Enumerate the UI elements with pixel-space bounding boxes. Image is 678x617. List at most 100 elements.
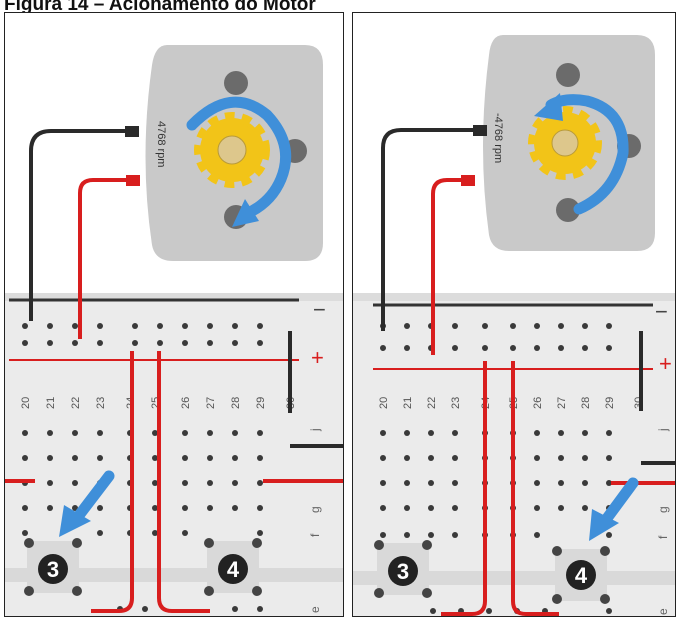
hole	[452, 532, 458, 538]
press-indicator-arrow-icon	[59, 470, 115, 537]
row-letter: e	[656, 608, 670, 615]
hole	[534, 532, 540, 538]
column-number: 23	[95, 397, 107, 409]
row-letter: f	[308, 533, 322, 537]
hole	[380, 505, 386, 511]
hole	[558, 455, 564, 461]
column-number: 21	[402, 397, 414, 409]
hole	[534, 323, 540, 329]
hole	[534, 480, 540, 486]
hole	[207, 430, 213, 436]
hole	[232, 323, 238, 329]
hole	[430, 608, 436, 614]
hole	[22, 430, 28, 436]
hole	[558, 345, 564, 351]
hole	[257, 340, 263, 346]
hole	[404, 345, 410, 351]
hole	[452, 345, 458, 351]
hole	[558, 480, 564, 486]
breadboard-top-edge	[5, 293, 343, 301]
hole	[72, 323, 78, 329]
hole	[47, 505, 53, 511]
hole	[152, 455, 158, 461]
hole	[182, 505, 188, 511]
hole	[558, 430, 564, 436]
row-letter: e	[308, 606, 322, 613]
rail-plus-label: +	[659, 351, 672, 376]
push-button-3[interactable]: 3	[24, 538, 82, 596]
gear-icon	[194, 112, 270, 188]
hole	[486, 608, 492, 614]
push-button-4-label: 4	[227, 557, 240, 582]
motor-speed-label: -4768 rpm	[492, 113, 504, 163]
motor-speed-label: 4768 rpm	[155, 121, 167, 167]
hole	[582, 480, 588, 486]
press-indicator-arrow-icon	[589, 477, 639, 541]
hole	[452, 323, 458, 329]
push-button-3-label: 3	[47, 557, 59, 582]
hole	[232, 430, 238, 436]
hole	[582, 455, 588, 461]
hole-grid	[22, 323, 263, 612]
hole	[232, 455, 238, 461]
row-letter-labels: j g f e	[656, 428, 670, 615]
hole	[47, 340, 53, 346]
hole	[152, 505, 158, 511]
hole	[534, 345, 540, 351]
hole	[207, 480, 213, 486]
hole	[232, 480, 238, 486]
row-letter: j	[656, 428, 670, 432]
push-button-3[interactable]: 3	[374, 540, 432, 598]
hole	[97, 323, 103, 329]
hole	[404, 323, 410, 329]
black-lead-connector	[473, 125, 487, 136]
hole	[404, 505, 410, 511]
row-letter: g	[656, 506, 670, 513]
rail-minus-label: −	[655, 299, 668, 324]
hole	[257, 323, 263, 329]
hole	[22, 505, 28, 511]
hole	[182, 340, 188, 346]
push-button-4[interactable]: 4	[552, 546, 610, 604]
red-wire-to-button-3	[441, 361, 487, 616]
hole	[22, 340, 28, 346]
column-number: 21	[45, 397, 57, 409]
motor-terminal-top	[556, 63, 580, 87]
hole	[47, 323, 53, 329]
hole	[152, 530, 158, 536]
column-number: 28	[230, 397, 242, 409]
hole	[152, 480, 158, 486]
hole	[232, 505, 238, 511]
hole	[404, 480, 410, 486]
left-panel: − + 20 21 22 23 24 25 26 27	[4, 12, 344, 617]
hole	[606, 608, 612, 614]
column-number: 29	[604, 397, 616, 409]
hole	[482, 323, 488, 329]
breadboard-top-edge	[353, 293, 675, 301]
push-button-4[interactable]: 4	[204, 538, 262, 596]
hole	[72, 430, 78, 436]
hole	[606, 455, 612, 461]
hole	[534, 455, 540, 461]
hole	[380, 345, 386, 351]
hole	[132, 340, 138, 346]
column-number: 27	[556, 397, 568, 409]
column-number: 29	[255, 397, 267, 409]
hole	[257, 530, 263, 536]
hole	[510, 345, 516, 351]
hole	[152, 430, 158, 436]
hole	[207, 340, 213, 346]
hole	[380, 430, 386, 436]
hole	[404, 532, 410, 538]
hole	[452, 505, 458, 511]
hole	[72, 480, 78, 486]
red-wire-to-button-4	[157, 351, 210, 613]
red-wire-to-button-4	[511, 361, 559, 616]
column-number: 20	[378, 397, 390, 409]
right-breadboard-diagram: − + 20 21 22 23 24 25 26 27	[353, 35, 675, 616]
hole	[428, 455, 434, 461]
hole	[582, 505, 588, 511]
hole	[207, 323, 213, 329]
hole	[182, 323, 188, 329]
hole	[97, 505, 103, 511]
